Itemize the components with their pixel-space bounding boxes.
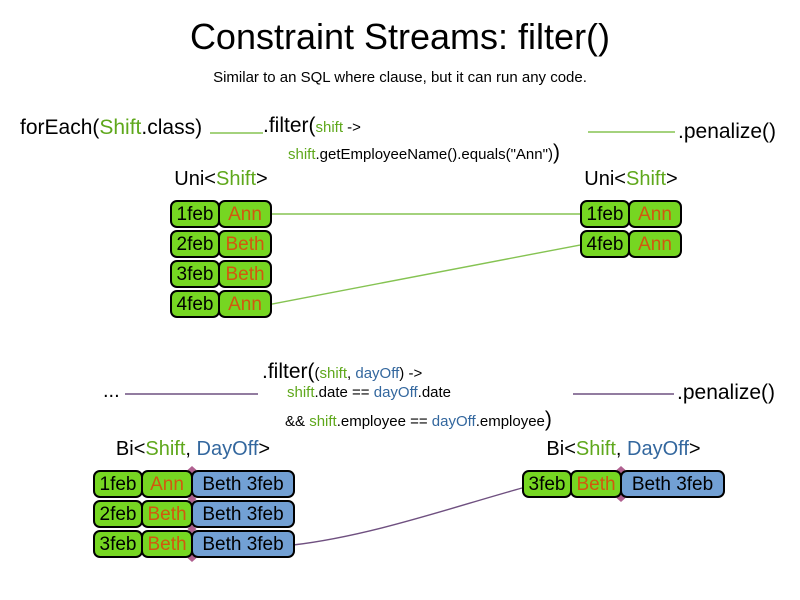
shift-employee-cell: Beth [218, 260, 272, 288]
table-row: 2feb Beth Beth 3feb [93, 500, 295, 528]
page-subtitle: Similar to an SQL where clause, but it c… [213, 69, 587, 86]
filter2-open-paren: ( [314, 365, 320, 382]
upstream-ellipsis: ... [103, 381, 120, 401]
uni-post: > [256, 168, 268, 190]
filter1-head-line: .filter( shift -> [263, 115, 361, 136]
filter2-l2-end: .date [417, 384, 452, 401]
uni-type: Shift [215, 168, 257, 190]
filter2-head: .filter( [262, 360, 315, 383]
filter2-l3-end: .employee [475, 413, 545, 430]
shift-employee-cell: Ann [218, 200, 272, 228]
bi-post: > [688, 438, 701, 460]
dayoff-cell: Beth 3feb [191, 500, 295, 528]
shift-date-cell: 2feb [93, 500, 143, 528]
shift-date-cell: 2feb [170, 230, 220, 258]
uni-post: > [666, 168, 678, 190]
bi-table-right: 3feb Beth Beth 3feb [522, 470, 725, 498]
shift-employee-cell: Ann [628, 230, 682, 258]
uni-pre: Uni< [174, 168, 216, 190]
foreach-fn: forEach( [20, 116, 100, 139]
penalize2-expression: .penalize() [677, 382, 775, 403]
uni-shift-label-right: Uni<Shift> [578, 168, 684, 190]
bi-type1: Shift [145, 438, 186, 460]
shift-date-cell: 3feb [522, 470, 572, 498]
table-row: 4feb Ann [580, 230, 682, 258]
shift-date-cell: 3feb [170, 260, 220, 288]
dayoff-cell: Beth 3feb [191, 470, 295, 498]
filter2-l2-mid: .date == [314, 384, 374, 401]
penalize1-expression: .penalize() [678, 121, 776, 142]
shift-employee-cell: Ann [628, 200, 682, 228]
table-row: 2feb Beth [170, 230, 272, 258]
table-row: 3feb Beth Beth 3feb [522, 470, 725, 498]
ellipsis-text: ... [103, 380, 120, 402]
bi-shift-dayoff-label-left: Bi<Shift, DayOff> [93, 438, 293, 460]
bi-pre: Bi< [115, 438, 146, 460]
bi-pre: Bi< [546, 438, 576, 460]
filter2-l3-param1: shift [309, 413, 337, 430]
shift-date-cell: 4feb [580, 230, 630, 258]
shift-employee-cell: Beth [570, 470, 622, 498]
dayoff-cell: Beth 3feb [191, 530, 295, 558]
foreach-type-arg: Shift [99, 116, 142, 139]
table-row: 1feb Ann Beth 3feb [93, 470, 295, 498]
uni-type: Shift [625, 168, 667, 190]
bi-table-left: 1feb Ann Beth 3feb 2feb Beth Beth 3feb 3… [93, 470, 295, 558]
filter2-l3-pre: && [285, 413, 310, 430]
table-row: 4feb Ann [170, 290, 272, 318]
shift-date-cell: 4feb [170, 290, 220, 318]
uni-shift-label-left: Uni<Shift> [168, 168, 274, 190]
filter1-body-param: shift [288, 146, 316, 163]
shift-employee-cell: Beth [141, 500, 193, 528]
shift-employee-cell: Beth [218, 230, 272, 258]
filter2-l2-param2: dayOff [373, 384, 418, 401]
table-row: 3feb Beth Beth 3feb [93, 530, 295, 558]
uni-shift-table-right: 1feb Ann 4feb Ann [580, 200, 682, 258]
table-row: 1feb Ann [580, 200, 682, 228]
table-row: 3feb Beth [170, 260, 272, 288]
foreach-expression: forEach( Shift .class) [20, 117, 202, 138]
bi-type1: Shift [575, 438, 616, 460]
bi-post: > [258, 438, 271, 460]
row-4feb-ann-connector [271, 244, 581, 305]
filter1-body-line: shift .getEmployeeName().equals("Ann") ) [288, 142, 560, 163]
shift-date-cell: 1feb [580, 200, 630, 228]
filter1-arrow: -> [343, 119, 361, 136]
bi-shift-dayoff-label-right: Bi<Shift, DayOff> [522, 438, 725, 460]
penalize2-text: .penalize() [677, 381, 776, 404]
uni-shift-table-left: 1feb Ann 2feb Beth 3feb Beth 4feb Ann [170, 200, 272, 318]
filter1-param: shift [315, 119, 344, 136]
filter2-sep: , [347, 365, 356, 382]
filter1-close-paren: ) [552, 141, 560, 164]
filter2-param1: shift [319, 365, 348, 382]
bi-type2: DayOff [627, 438, 689, 460]
bi-sep: , [615, 438, 628, 460]
filter2-param2: dayOff [355, 365, 400, 382]
bi-type2: DayOff [196, 438, 259, 460]
filter2-l2-param1: shift [287, 384, 315, 401]
shift-employee-cell: Ann [218, 290, 272, 318]
filter1-body-rest: .getEmployeeName().equals("Ann") [315, 146, 553, 163]
foreach-suffix: .class) [141, 116, 203, 139]
shift-date-cell: 1feb [93, 470, 143, 498]
filter1-head: .filter( [263, 114, 316, 137]
bi-sep: , [185, 438, 197, 460]
shift-employee-cell: Beth [141, 530, 193, 558]
filter2-close-paren: ) [544, 408, 552, 431]
filter2-body-line2: && shift .employee == dayOff .employee ) [285, 409, 552, 430]
filter2-body-line1: shift .date == dayOff .date [287, 385, 451, 400]
filter2-l3-mid: .employee == [336, 413, 432, 430]
shift-date-cell: 1feb [170, 200, 220, 228]
table-row: 1feb Ann [170, 200, 272, 228]
filter2-l3-param2: dayOff [431, 413, 476, 430]
shift-employee-cell: Ann [141, 470, 193, 498]
filter2-head-line: .filter( ( shift , dayOff ) -> [262, 361, 422, 382]
penalize1-text: .penalize() [678, 120, 777, 143]
shift-date-cell: 3feb [93, 530, 143, 558]
uni-pre: Uni< [584, 168, 626, 190]
bottom-row-connector [292, 487, 523, 546]
page-title: Constraint Streams: filter() [189, 16, 611, 57]
dayoff-cell: Beth 3feb [620, 470, 725, 498]
filter2-arrow: ) -> [399, 365, 423, 382]
